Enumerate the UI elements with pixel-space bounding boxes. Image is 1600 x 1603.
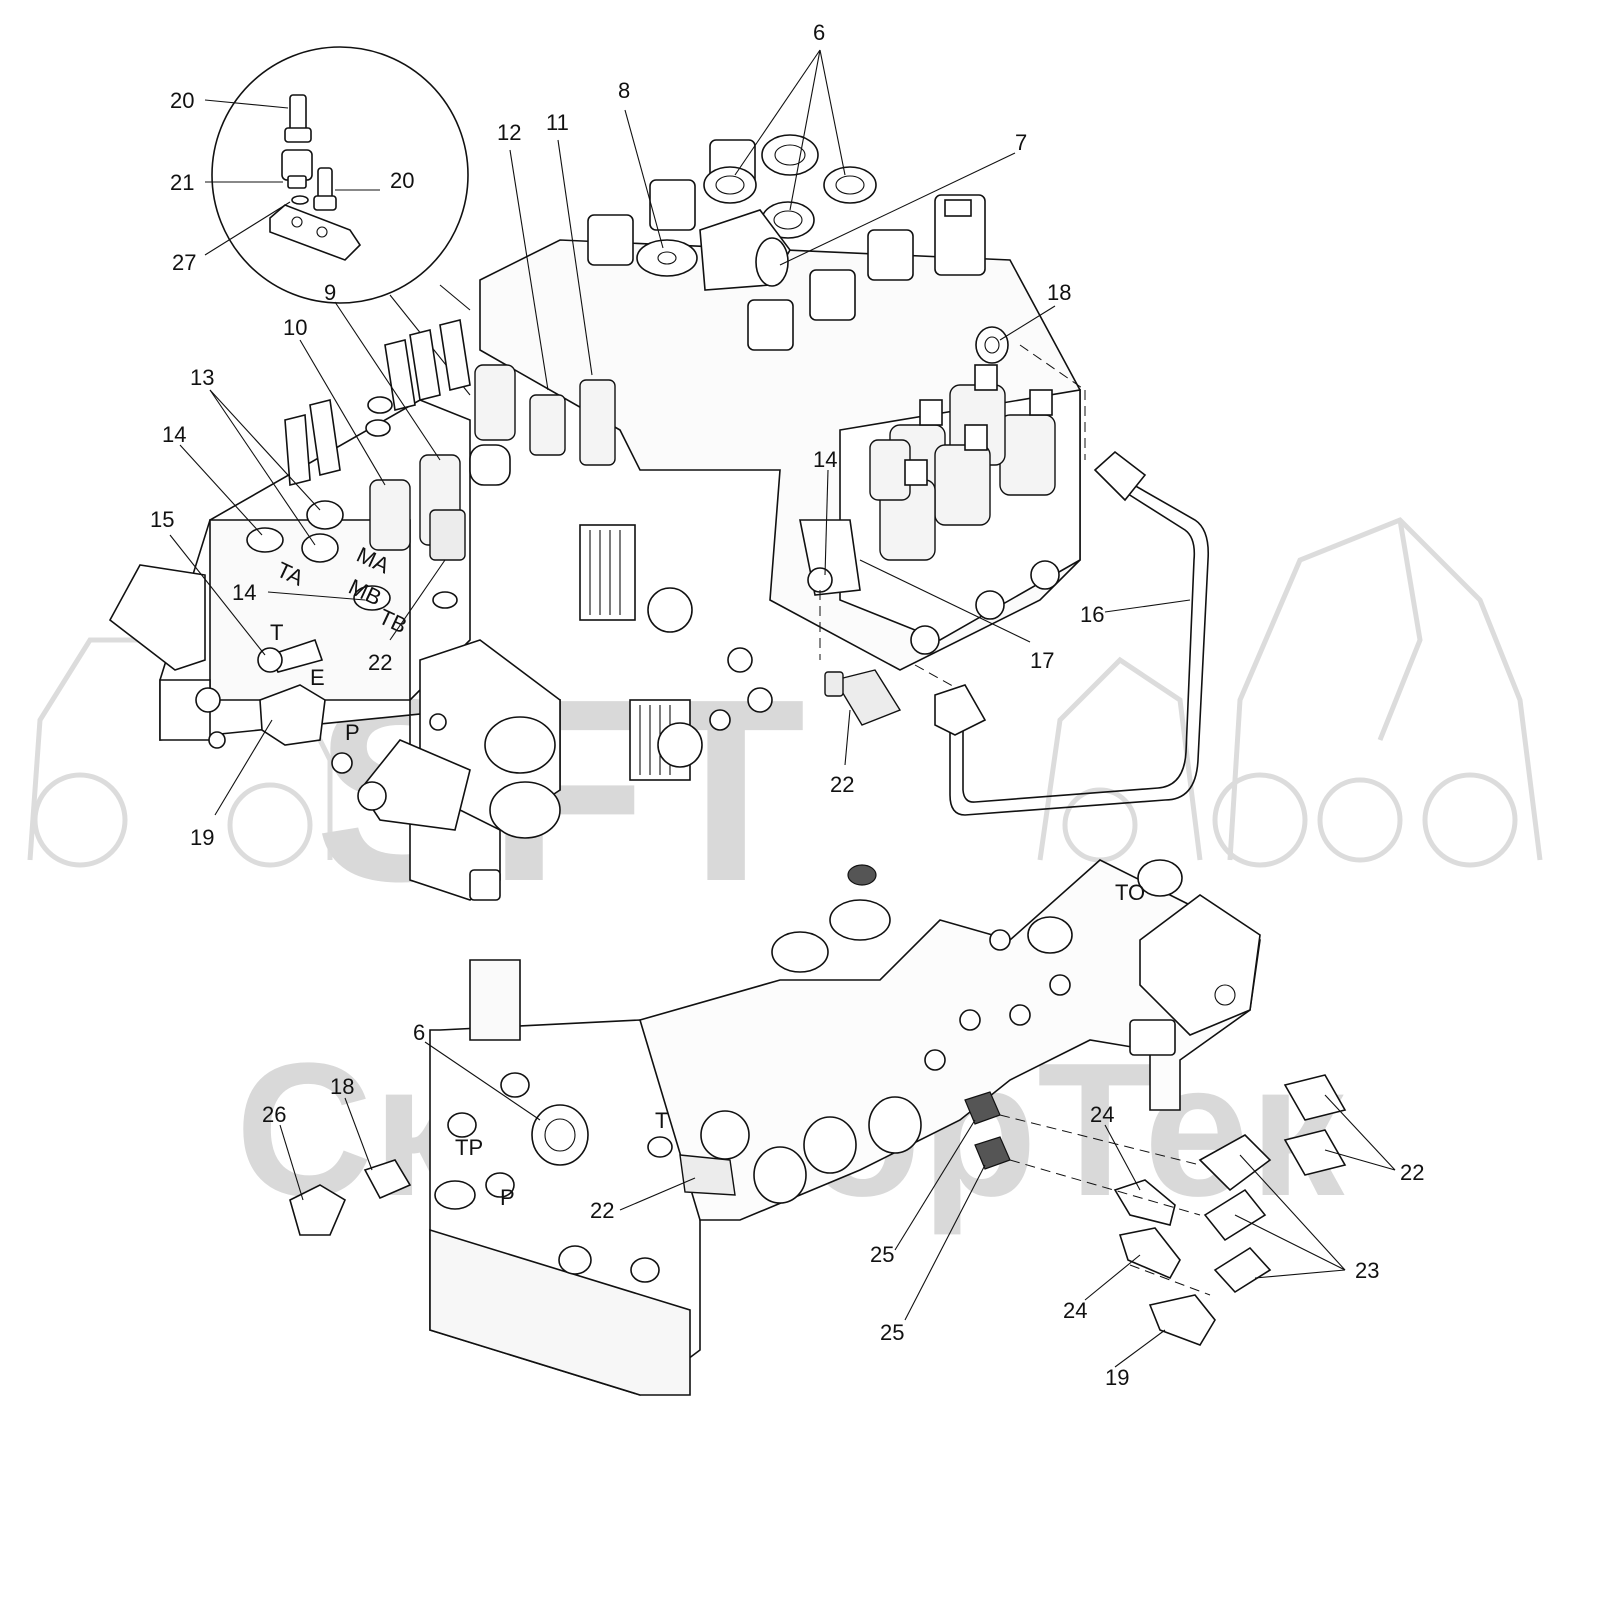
callout-27: 27 [172,250,196,275]
callout-24: 24 [1090,1102,1114,1127]
port-mark: E [310,665,325,690]
callout-16: 16 [1080,602,1104,627]
lower-valve-assembly [289,859,1347,1396]
callout-6: 6 [413,1020,425,1045]
callout-8: 8 [618,78,630,103]
callout-20: 20 [170,88,194,113]
callout-14: 14 [162,422,186,447]
callout-24: 24 [1063,1298,1087,1323]
callout-18: 18 [330,1074,354,1099]
callout-9: 9 [324,280,336,305]
callout-22: 22 [590,1198,614,1223]
callout-22: 22 [368,650,392,675]
callout-labels: 20 21 20 27 6 8 12 11 7 18 9 10 13 14 14… [150,20,1424,1390]
port-mark: P [345,720,360,745]
callout-10: 10 [283,315,307,340]
callout-19: 19 [190,825,214,850]
callout-25: 25 [870,1242,894,1267]
callout-22: 22 [830,772,854,797]
callout-12: 12 [497,120,521,145]
port-mark: T [655,1108,668,1133]
callout-14: 14 [232,580,256,605]
callout-15: 15 [150,507,174,532]
callout-21: 21 [170,170,194,195]
port-mark: TO [1115,880,1145,905]
detail-inset [211,46,471,396]
callout-22: 22 [1400,1160,1424,1185]
callout-26: 26 [262,1102,286,1127]
callout-17: 17 [1030,648,1054,673]
callout-25: 25 [880,1320,904,1345]
callout-14: 14 [813,447,837,472]
port-mark: P [500,1185,515,1210]
callout-23: 23 [1355,1258,1379,1283]
leader-lines [169,49,1396,1368]
callout-18: 18 [1047,280,1071,305]
callout-7: 7 [1015,130,1027,155]
callout-13: 13 [190,365,214,390]
callout-20: 20 [390,168,414,193]
port-mark: T [270,620,283,645]
upper-valve-assembly [108,134,1210,901]
callout-6: 6 [813,20,825,45]
callout-11: 11 [546,110,569,135]
port-mark: TP [455,1135,483,1160]
callout-19: 19 [1105,1365,1129,1390]
